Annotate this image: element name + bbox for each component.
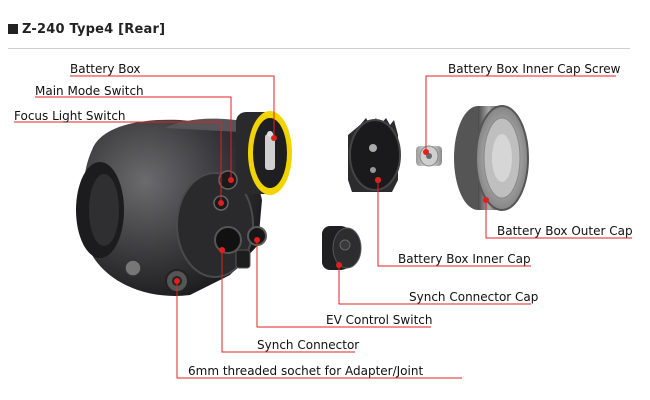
battery-box-inner-cap-screw [416, 145, 442, 167]
label-ev-control-switch: EV Control Switch [326, 313, 433, 327]
label-synch-connector-cap: Synch Connector Cap [409, 290, 539, 304]
page-title: Z-240 Type4 [Rear] [8, 22, 165, 37]
leader-inner-cap [377, 180, 531, 267]
label-synch-connector: Synch Connector [257, 338, 360, 352]
label-inner-cap-screw: Battery Box Inner Cap Screw [448, 62, 621, 76]
label-battery-box: Battery Box [70, 62, 141, 76]
title-divider [8, 48, 630, 49]
leader-ev-control-switch [256, 240, 431, 328]
label-outer-cap: Battery Box Outer Cap [497, 224, 633, 238]
leader-synch-connector-cap [338, 265, 531, 305]
leader-outer-cap [485, 200, 632, 239]
title-bullet [8, 24, 18, 34]
title-text: Z-240 Type4 [Rear] [22, 22, 166, 37]
leader-lines [14, 75, 632, 379]
battery-box-outer-cap [454, 105, 529, 211]
leader-focus-light-switch [14, 121, 222, 203]
strobe-body [76, 118, 268, 296]
leader-battery-box [70, 75, 275, 138]
battery-box-inner-cap [348, 118, 401, 192]
leader-main-mode-switch [35, 96, 232, 180]
leader-dots [174, 135, 489, 284]
label-inner-cap: Battery Box Inner Cap [398, 252, 531, 266]
synch-connector-knob [214, 226, 242, 254]
label-main-mode-switch: Main Mode Switch [35, 84, 144, 98]
label-threaded-socket: 6mm threaded sochet for Adapter/Joint [188, 364, 424, 378]
battery-box [236, 111, 292, 195]
synch-connector-cap [322, 226, 362, 270]
leader-threaded-socket [176, 281, 462, 379]
label-focus-light-switch: Focus Light Switch [14, 109, 126, 123]
leader-synch-connector [221, 250, 355, 353]
rear-controls [124, 170, 267, 293]
battery-box-terminal [265, 134, 275, 170]
leader-inner-cap-screw [425, 75, 616, 152]
